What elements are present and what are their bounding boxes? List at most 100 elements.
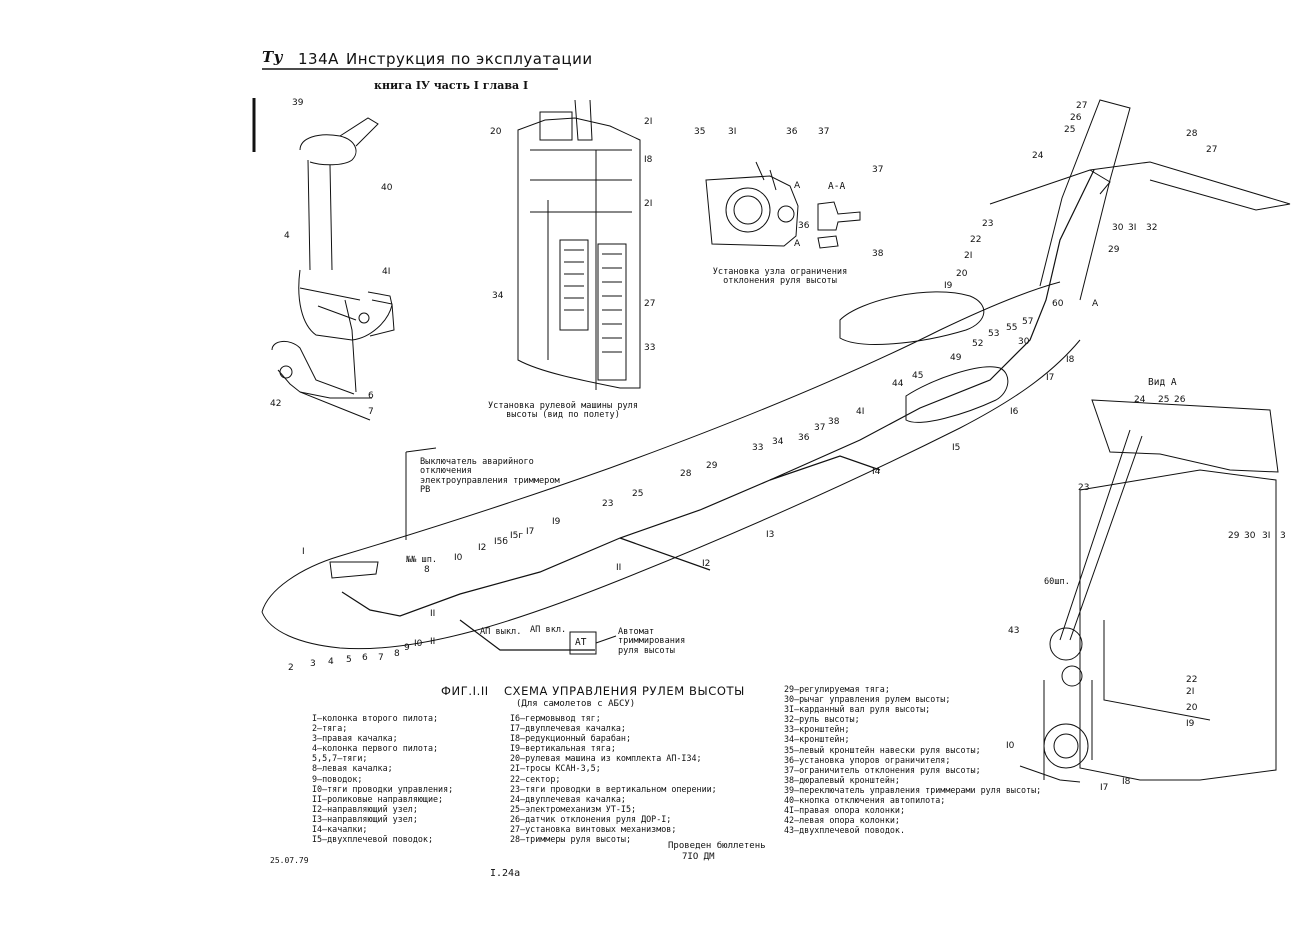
legend-item: 32–руль высоты; bbox=[784, 714, 860, 725]
callout-viewa-20: 20 bbox=[1186, 703, 1198, 713]
callout-tail-45: 45 bbox=[912, 371, 923, 381]
callout-tail-25: 25 bbox=[1064, 125, 1075, 135]
callout-limiter-36b: 36 bbox=[798, 221, 810, 231]
legend-item: 2–тяга; bbox=[312, 723, 348, 734]
callout-limiter-37b: 37 bbox=[872, 165, 883, 175]
callout-fus-11: II bbox=[616, 563, 621, 573]
callout-viewa-21: 2I bbox=[1186, 687, 1194, 697]
document-subtitle: книга IУ часть I глава I bbox=[374, 79, 529, 92]
legend-item: II–роликовые направляющие; bbox=[312, 793, 444, 804]
callout-fus-14: I4 bbox=[872, 467, 881, 477]
callout-tail-29: 29 bbox=[1108, 245, 1120, 255]
legend-item: 22–сектор; bbox=[510, 773, 561, 784]
callout-viewa-18: I8 bbox=[1122, 777, 1131, 787]
legend-item: 20–рулевая машина из комплекта АП-I34; bbox=[510, 753, 702, 764]
callout-fus-8: 8 bbox=[424, 565, 430, 575]
callout-labels: 39 40 4 4I 6 42 7 20 2I I8 2I 34 27 33 3… bbox=[270, 98, 1286, 793]
legend-item: 33–кронштейн; bbox=[784, 724, 850, 735]
control-rod-run bbox=[341, 169, 1095, 651]
document-title: Инструкция по эксплуатации bbox=[346, 50, 593, 68]
callout-tail-31: 3I bbox=[1128, 223, 1136, 233]
callout-fus-38: 38 bbox=[828, 417, 840, 427]
legend-item: 36–установка упоров ограничителя; bbox=[784, 754, 951, 765]
legend-item: I–колонка второго пилота; bbox=[312, 713, 439, 723]
caption-autotrim: Автомат триммирования руля высоты bbox=[618, 627, 686, 656]
callout-tail-24: 24 bbox=[1032, 151, 1044, 161]
legend-item: 38–дюралевый кронштейн; bbox=[784, 774, 900, 785]
callout-steering-18: I8 bbox=[644, 155, 653, 165]
callout-tail-21: 2I bbox=[964, 251, 972, 261]
callout-fus-8b: 8 bbox=[394, 649, 400, 659]
callout-tail-17: I7 bbox=[1046, 373, 1054, 383]
callout-fus-4: 4 bbox=[328, 657, 334, 667]
figure-title: СХЕМА УПРАВЛЕНИЯ РУЛЕМ ВЫСОТЫ bbox=[504, 684, 745, 698]
callout-viewa-43: 43 bbox=[1008, 626, 1019, 636]
callout-fus-15b: I5б bbox=[494, 537, 508, 547]
callout-tail-53: 53 bbox=[988, 329, 999, 339]
legend-item: 40–кнопка отключения автопилота; bbox=[784, 795, 946, 806]
callout-steering-21b: 2I bbox=[644, 199, 652, 209]
callout-tail-a: А bbox=[1092, 299, 1099, 309]
callout-fus-29: 29 bbox=[706, 461, 718, 471]
callout-fus-3: 3 bbox=[310, 659, 316, 669]
aircraft-model: 134А bbox=[298, 50, 339, 68]
callout-fus-7: 7 bbox=[378, 653, 384, 663]
legend-item: 35–левый кронштейн навески руля высоты; bbox=[784, 744, 981, 755]
legend-column-3: 29–регулируемая тяга; 30–рычаг управлени… bbox=[784, 684, 1041, 835]
callout-tail-27b: 27 bbox=[1206, 145, 1217, 155]
footer-page-number: I.24а bbox=[490, 868, 521, 879]
fuselage-outline bbox=[261, 99, 1291, 650]
legend-item: I5–двухплечевой поводок; bbox=[312, 834, 434, 845]
callout-fus-9: 9 bbox=[404, 643, 410, 653]
callout-column-42: 42 bbox=[270, 399, 281, 409]
callout-fus-25: 25 bbox=[632, 489, 643, 499]
callout-viewa-19: I9 bbox=[1186, 719, 1195, 729]
callout-fus-17: I7 bbox=[526, 527, 534, 537]
callout-limiter-36: 36 bbox=[786, 127, 798, 137]
callout-column-41: 4I bbox=[382, 267, 390, 277]
callout-column-40: 40 bbox=[381, 183, 393, 193]
callout-fus-5: 5 bbox=[346, 655, 352, 665]
callout-fus-11b: II bbox=[430, 609, 435, 619]
callout-limiter-35: 35 bbox=[694, 127, 705, 137]
callout-fus-12: I2 bbox=[702, 559, 710, 569]
callout-tail-27: 27 bbox=[1076, 101, 1087, 111]
legend-column-2: I6–гермовывод тяг; I7–двуплечевая качалк… bbox=[510, 713, 717, 844]
callout-fus-15g: I5г bbox=[510, 531, 523, 541]
caption-ap-on: АП вкл. bbox=[530, 625, 567, 635]
legend-item: I2–направляющий узел; bbox=[312, 803, 418, 814]
caption-steering-machine: Установка рулевой машины руля высоты (ви… bbox=[487, 401, 639, 421]
callout-tail-44: 44 bbox=[892, 379, 904, 389]
legend-item: 3–правая качалка; bbox=[312, 733, 398, 744]
callout-tail-20: 20 bbox=[956, 269, 968, 279]
callout-viewa-30: 30 bbox=[1244, 531, 1256, 541]
callout-tail-19: I9 bbox=[944, 281, 953, 291]
caption-frame-numbers: №№ шп. bbox=[406, 555, 438, 565]
callout-viewa-31: 3I bbox=[1262, 531, 1270, 541]
callout-fus-15: I5 bbox=[952, 443, 960, 453]
callout-tail-55: 55 bbox=[1006, 323, 1017, 333]
caption-at: АТ bbox=[575, 637, 587, 648]
legend-item: 34–кронштейн; bbox=[784, 734, 850, 745]
view-a-drawing bbox=[1019, 399, 1279, 783]
limiter-unit-drawing bbox=[705, 161, 861, 249]
callout-fus-28: 28 bbox=[680, 469, 692, 479]
footer-bulletin-line1: Проведен бюллетень bbox=[668, 841, 766, 851]
callout-column-39: 39 bbox=[292, 98, 304, 108]
legend-item: 27–установка винтовых механизмов; bbox=[510, 824, 677, 835]
legend-item: 4–колонка первого пилота; bbox=[312, 743, 439, 754]
callout-fus-34: 34 bbox=[772, 437, 784, 447]
legend-item: I8–редукционный барабан; bbox=[510, 733, 632, 744]
callout-limiter-a2: А bbox=[794, 239, 801, 249]
legend-item: I7–двуплечевая качалка; bbox=[510, 723, 626, 734]
caption-section-aa: А-А bbox=[828, 181, 846, 192]
caption-ap-off: АП выкл. bbox=[480, 627, 522, 637]
figure-number: ФИГ.I.II bbox=[441, 684, 489, 698]
callout-fus-6: 6 bbox=[362, 653, 368, 663]
callout-fus-13: I3 bbox=[766, 530, 774, 540]
callout-tail-49: 49 bbox=[950, 353, 962, 363]
callout-fus-33: 33 bbox=[752, 443, 763, 453]
legend-item: I4–качалки; bbox=[312, 824, 368, 835]
legend-item: I9–вертикальная тяга; bbox=[510, 743, 616, 754]
